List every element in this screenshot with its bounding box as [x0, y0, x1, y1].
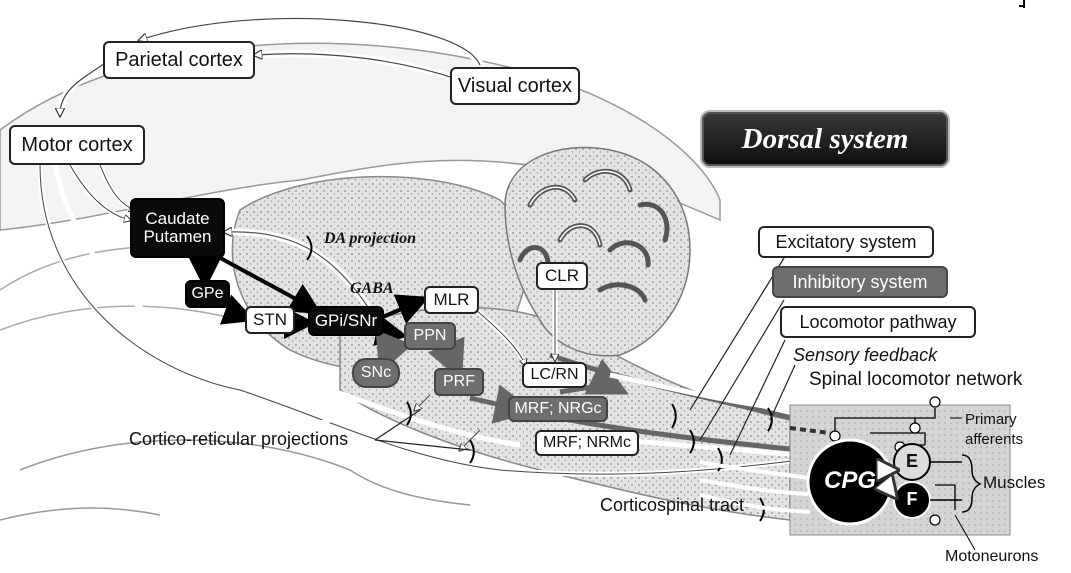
visual-cortex-box: Visual cortex	[450, 67, 580, 105]
spinal-network-label: Spinal locomotor network	[809, 370, 1022, 391]
mrf-nrgc-node: MRF; NRGc	[508, 396, 608, 422]
cpg-label: CPG	[818, 468, 882, 494]
gpe-node: GPe	[185, 280, 230, 308]
legend-sensory: Sensory feedback	[793, 346, 937, 366]
lc-rn-node: LC/RN	[522, 362, 587, 388]
mlr-node: MLR	[424, 286, 479, 314]
da-projection-label: DA projection	[324, 230, 416, 248]
gpi-snr-node: GPi/SNr	[308, 306, 384, 336]
snc-node: SNc	[352, 358, 400, 388]
primary-afferents-label: Primary afferents	[965, 410, 1023, 451]
clr-node: CLR	[536, 262, 588, 290]
dorsal-system-title: Dorsal system	[700, 110, 950, 168]
corticospinal-label: Corticospinal tract	[600, 496, 744, 516]
cortico-reticular-label: Cortico-reticular projections	[129, 430, 348, 450]
parietal-cortex-box: Parietal cortex	[103, 41, 255, 79]
legend-locomotor: Locomotor pathway	[780, 306, 976, 338]
stn-node: STN	[245, 306, 295, 334]
caudate-putamen-node: Caudate Putamen	[130, 198, 225, 258]
legend-excitatory: Excitatory system	[758, 226, 934, 258]
legend-inhibitory: Inhibitory system	[772, 266, 948, 298]
extensor-label: E	[902, 452, 922, 472]
prf-node: PRF	[434, 368, 484, 396]
muscles-label: Muscles	[983, 474, 1045, 493]
flexor-label: F	[902, 490, 922, 510]
motor-cortex-box: Motor cortex	[9, 125, 145, 165]
mrf-nrmc-node: MRF; NRMc	[535, 430, 639, 456]
motoneurons-label: Motoneurons	[945, 548, 1038, 566]
gaba-label: GABA	[350, 280, 394, 298]
ppn-node: PPN	[404, 322, 456, 350]
